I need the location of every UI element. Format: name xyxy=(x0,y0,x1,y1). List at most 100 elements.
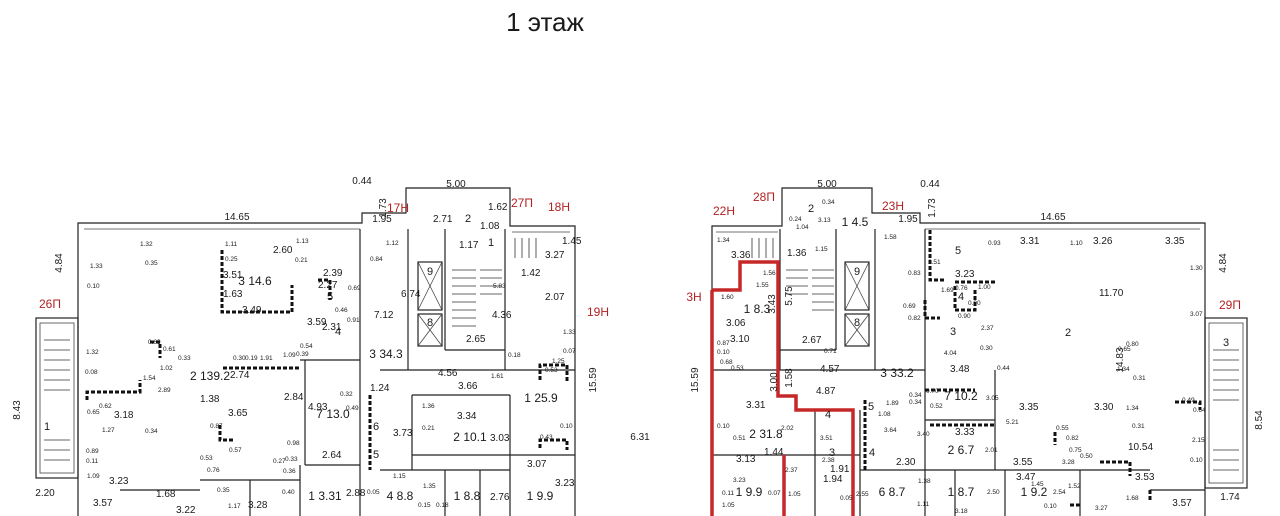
unit-28p: 28П xyxy=(753,190,775,204)
svg-text:1.15: 1.15 xyxy=(815,246,828,253)
dim-label: 1.58 xyxy=(784,368,795,388)
room-area: 1 3.31 xyxy=(308,489,342,503)
dim-1559-right: 15.59 xyxy=(690,367,701,392)
svg-text:0.89: 0.89 xyxy=(86,448,99,455)
dim-label: 3.53 xyxy=(1135,472,1155,483)
svg-text:0.33: 0.33 xyxy=(285,456,298,463)
svg-text:0.84: 0.84 xyxy=(370,256,383,263)
room-area: 7 13.0 xyxy=(316,407,350,421)
svg-text:0.71: 0.71 xyxy=(824,348,837,355)
room-number: 4 xyxy=(958,291,964,303)
svg-text:0.07: 0.07 xyxy=(563,348,576,355)
dim-label: 5.75 xyxy=(784,286,795,306)
room-number: 9 xyxy=(427,266,433,278)
room-number: 8 xyxy=(854,317,860,329)
svg-text:0.11: 0.11 xyxy=(722,490,735,497)
svg-text:2.51: 2.51 xyxy=(928,259,941,266)
room-number: 9 xyxy=(854,266,860,278)
page-title: 1 этаж xyxy=(506,7,584,37)
svg-text:0.35: 0.35 xyxy=(145,260,158,267)
svg-text:2.38: 2.38 xyxy=(822,457,835,464)
svg-text:1.34: 1.34 xyxy=(1117,366,1130,373)
left-room-areas: 3 14.6 2 139.2 7 13.0 3 34.3 2 10.1 1 25… xyxy=(190,274,558,503)
svg-text:1.33: 1.33 xyxy=(90,263,103,270)
left-dim-labels: 2.71 1.17 1.08 1.62 1.45 3.27 2.07 1.42 … xyxy=(93,202,582,516)
svg-text:0.87: 0.87 xyxy=(717,340,730,347)
svg-text:1.04: 1.04 xyxy=(796,224,809,231)
dim-631: 6.31 xyxy=(630,432,650,443)
dim-label: 3.13 xyxy=(736,454,756,465)
svg-text:1.05: 1.05 xyxy=(788,491,801,498)
unit-17n: 17Н xyxy=(387,201,409,215)
svg-text:0.90: 0.90 xyxy=(968,300,981,307)
svg-text:0.05: 0.05 xyxy=(840,495,853,502)
dim-label: 3.49 xyxy=(242,305,262,316)
right-floor-plan: 5.00 0.44 1.73 1.95 14.65 4.84 8.54 1.74… xyxy=(686,179,1265,516)
room-area: 3 33.2 xyxy=(880,366,914,380)
svg-text:0.46: 0.46 xyxy=(335,307,348,314)
svg-text:0.34: 0.34 xyxy=(909,399,922,406)
dim-label: 1.24 xyxy=(370,383,390,394)
left-central-stairs xyxy=(452,238,537,327)
dim-top-500: 5.00 xyxy=(446,179,466,190)
dim-label: 2.84 xyxy=(284,392,304,403)
svg-text:1.69: 1.69 xyxy=(941,287,954,294)
dim-label: 1.17 xyxy=(459,240,479,251)
dim-label: 4.36 xyxy=(492,310,512,321)
svg-text:0.08: 0.08 xyxy=(85,369,98,376)
svg-text:0.19: 0.19 xyxy=(245,355,258,362)
unit-18n: 18Н xyxy=(548,200,570,214)
svg-text:3.40: 3.40 xyxy=(917,431,930,438)
svg-text:1.56: 1.56 xyxy=(763,270,776,277)
dim-top-500-right: 5.00 xyxy=(817,179,837,190)
svg-text:0.27: 0.27 xyxy=(273,458,286,465)
svg-text:0.54: 0.54 xyxy=(300,343,313,350)
svg-text:0.57: 0.57 xyxy=(229,447,242,454)
right-room-numbers: 2 9 8 3 4 4 5 3 4 5 2 3 xyxy=(808,203,1229,459)
dim-label: 2.67 xyxy=(802,335,822,346)
svg-text:0.30: 0.30 xyxy=(980,345,993,352)
svg-text:0.10: 0.10 xyxy=(717,349,730,356)
dim-label: 3.47 xyxy=(1016,472,1036,483)
dim-label: 3.51 xyxy=(223,270,243,281)
svg-text:1.10: 1.10 xyxy=(1070,240,1083,247)
dim-top-044: 0.44 xyxy=(352,176,372,187)
room-number: 6 xyxy=(373,421,379,433)
svg-text:1.17: 1.17 xyxy=(228,503,241,510)
svg-text:0.98: 0.98 xyxy=(287,440,300,447)
dim-label: 3.73 xyxy=(393,428,413,439)
dim-label: 3.57 xyxy=(93,498,113,509)
dim-label: 1.36 xyxy=(787,248,807,259)
dim-label: 1.44 xyxy=(764,447,784,458)
svg-text:0.83: 0.83 xyxy=(908,270,921,277)
svg-text:1.12: 1.12 xyxy=(386,240,399,247)
svg-text:3.18: 3.18 xyxy=(955,508,968,515)
room-area: 1 25.9 xyxy=(524,391,558,405)
svg-text:1.05: 1.05 xyxy=(722,502,735,509)
svg-text:1.89: 1.89 xyxy=(886,400,899,407)
room-area: 1 9.9 xyxy=(736,485,763,499)
dim-label: 3.22 xyxy=(176,505,196,516)
dim-label: 3.33 xyxy=(955,427,975,438)
svg-text:1.32: 1.32 xyxy=(140,241,153,248)
svg-text:0.30: 0.30 xyxy=(233,355,246,362)
dim-label: 1.94 xyxy=(823,474,843,485)
right-outer-wall xyxy=(711,187,1206,516)
svg-text:1.34: 1.34 xyxy=(1126,405,1139,412)
dim-484-right: 4.84 xyxy=(1218,253,1229,273)
svg-text:3.05: 3.05 xyxy=(986,395,999,402)
dim-label: 2.07 xyxy=(545,292,565,303)
dim-label: 3.35 xyxy=(1019,402,1039,413)
dim-label: 3.28 xyxy=(248,500,268,511)
svg-text:2.37: 2.37 xyxy=(785,467,798,474)
dim-label: 3.18 xyxy=(114,410,134,421)
left-wing-stairs xyxy=(44,339,70,461)
svg-text:0.34: 0.34 xyxy=(822,199,835,206)
room-area: 3 34.3 xyxy=(369,347,403,361)
svg-text:5.83: 5.83 xyxy=(493,283,506,290)
dim-label: 3.36 xyxy=(731,250,751,261)
dim-label: 3.23 xyxy=(555,478,575,489)
dim-label: 2.71 xyxy=(433,214,453,225)
unit-27p: 27П xyxy=(511,196,533,210)
room-number: 4 xyxy=(335,326,341,338)
